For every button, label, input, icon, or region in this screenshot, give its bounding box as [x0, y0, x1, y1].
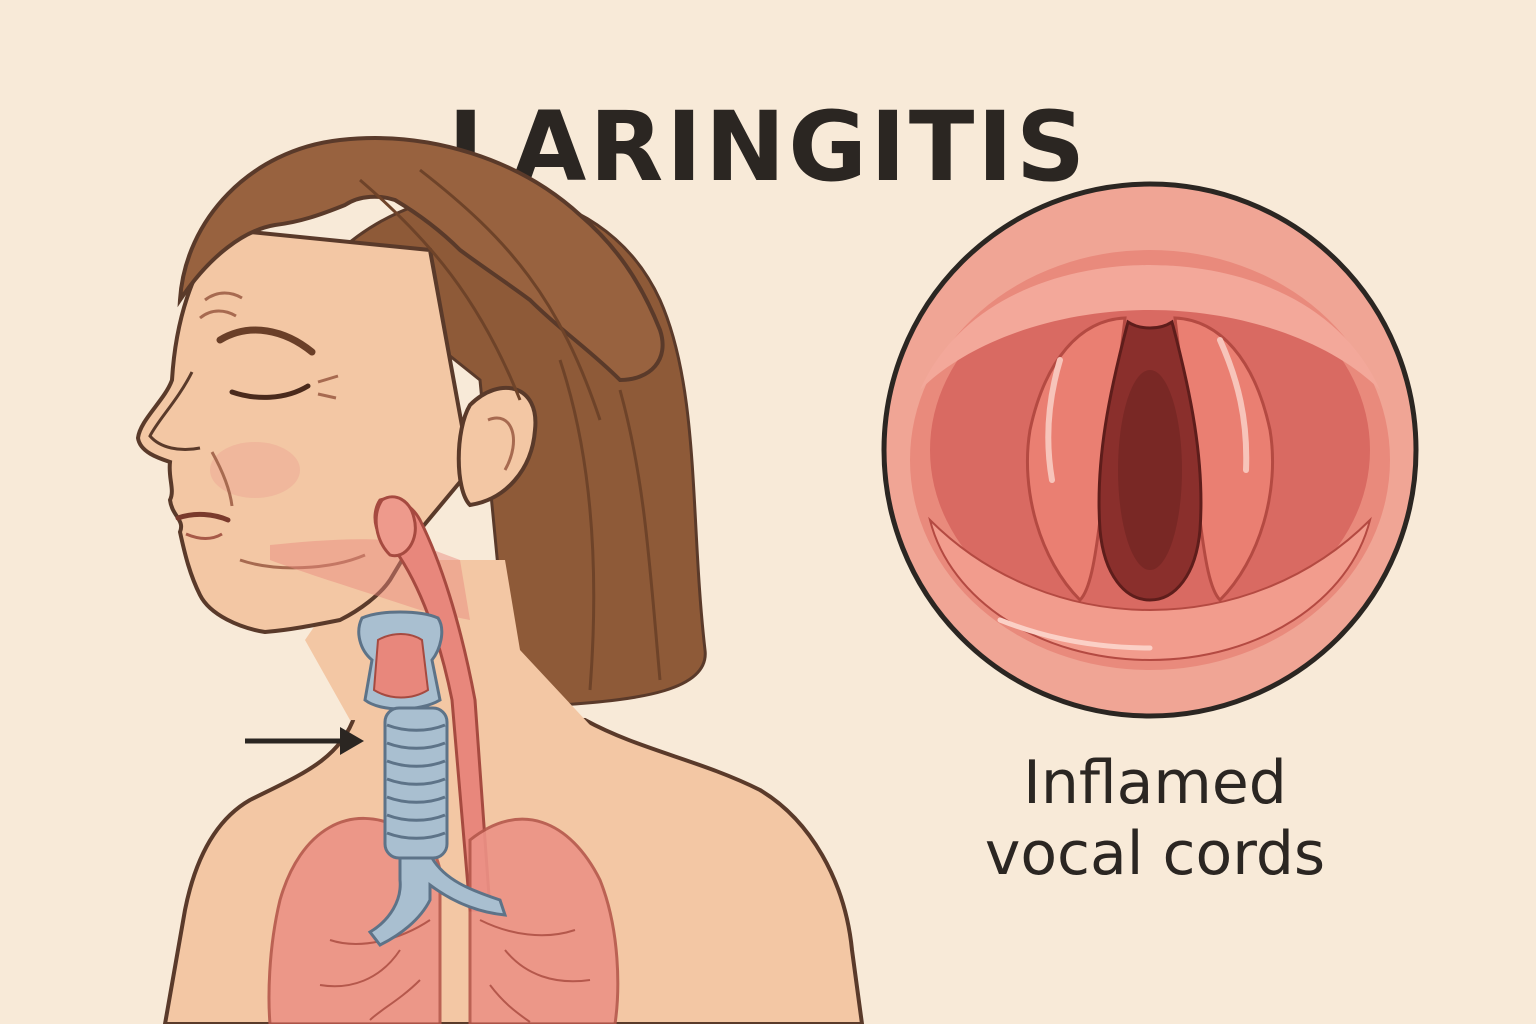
- lung-vessel: [479, 919, 591, 1023]
- upper-arch: [920, 265, 1380, 390]
- cheek-blush: [210, 442, 300, 498]
- epiglottis: [374, 495, 417, 558]
- hair-strand: [419, 168, 602, 421]
- hair-strand: [618, 389, 662, 681]
- bronchi: [367, 856, 508, 947]
- caption-line-1: Inflamed: [1023, 748, 1287, 818]
- eyebrow: [216, 326, 316, 356]
- right-lung: [468, 817, 620, 1024]
- closeup-border: [881, 181, 1419, 719]
- lower-tissue-fold: [928, 516, 1372, 662]
- pointer-arrow: [245, 727, 364, 755]
- right-vocal-cord-highlight: [1217, 337, 1250, 473]
- trachea: [383, 706, 449, 860]
- closed-eye: [229, 383, 311, 400]
- lower-lip: [185, 532, 223, 540]
- larynx-inflamed: [372, 633, 430, 699]
- person-illustration: [135, 136, 865, 1024]
- nose: [148, 371, 201, 451]
- jaw-line: [239, 553, 366, 570]
- eye-wrinkle: [317, 374, 339, 400]
- inner-ear: [487, 416, 515, 471]
- front-hair: [177, 136, 665, 383]
- page-title: LARINGITIS: [447, 91, 1089, 204]
- vocal-cords-closeup: [881, 181, 1419, 719]
- hair-strand: [359, 178, 522, 401]
- mouth: [175, 511, 231, 523]
- brow-wrinkle: [199, 309, 237, 320]
- left-vocal-cord-highlight: [1045, 357, 1063, 483]
- vocal-cords-caption: Inflamed vocal cords: [930, 748, 1380, 890]
- hair-strand: [558, 359, 596, 691]
- ear: [456, 385, 538, 508]
- caption-line-2: vocal cords: [984, 818, 1326, 889]
- lower-tissue-highlight: [997, 617, 1153, 651]
- brow-wrinkle: [204, 291, 243, 302]
- nasal-fold: [210, 451, 234, 507]
